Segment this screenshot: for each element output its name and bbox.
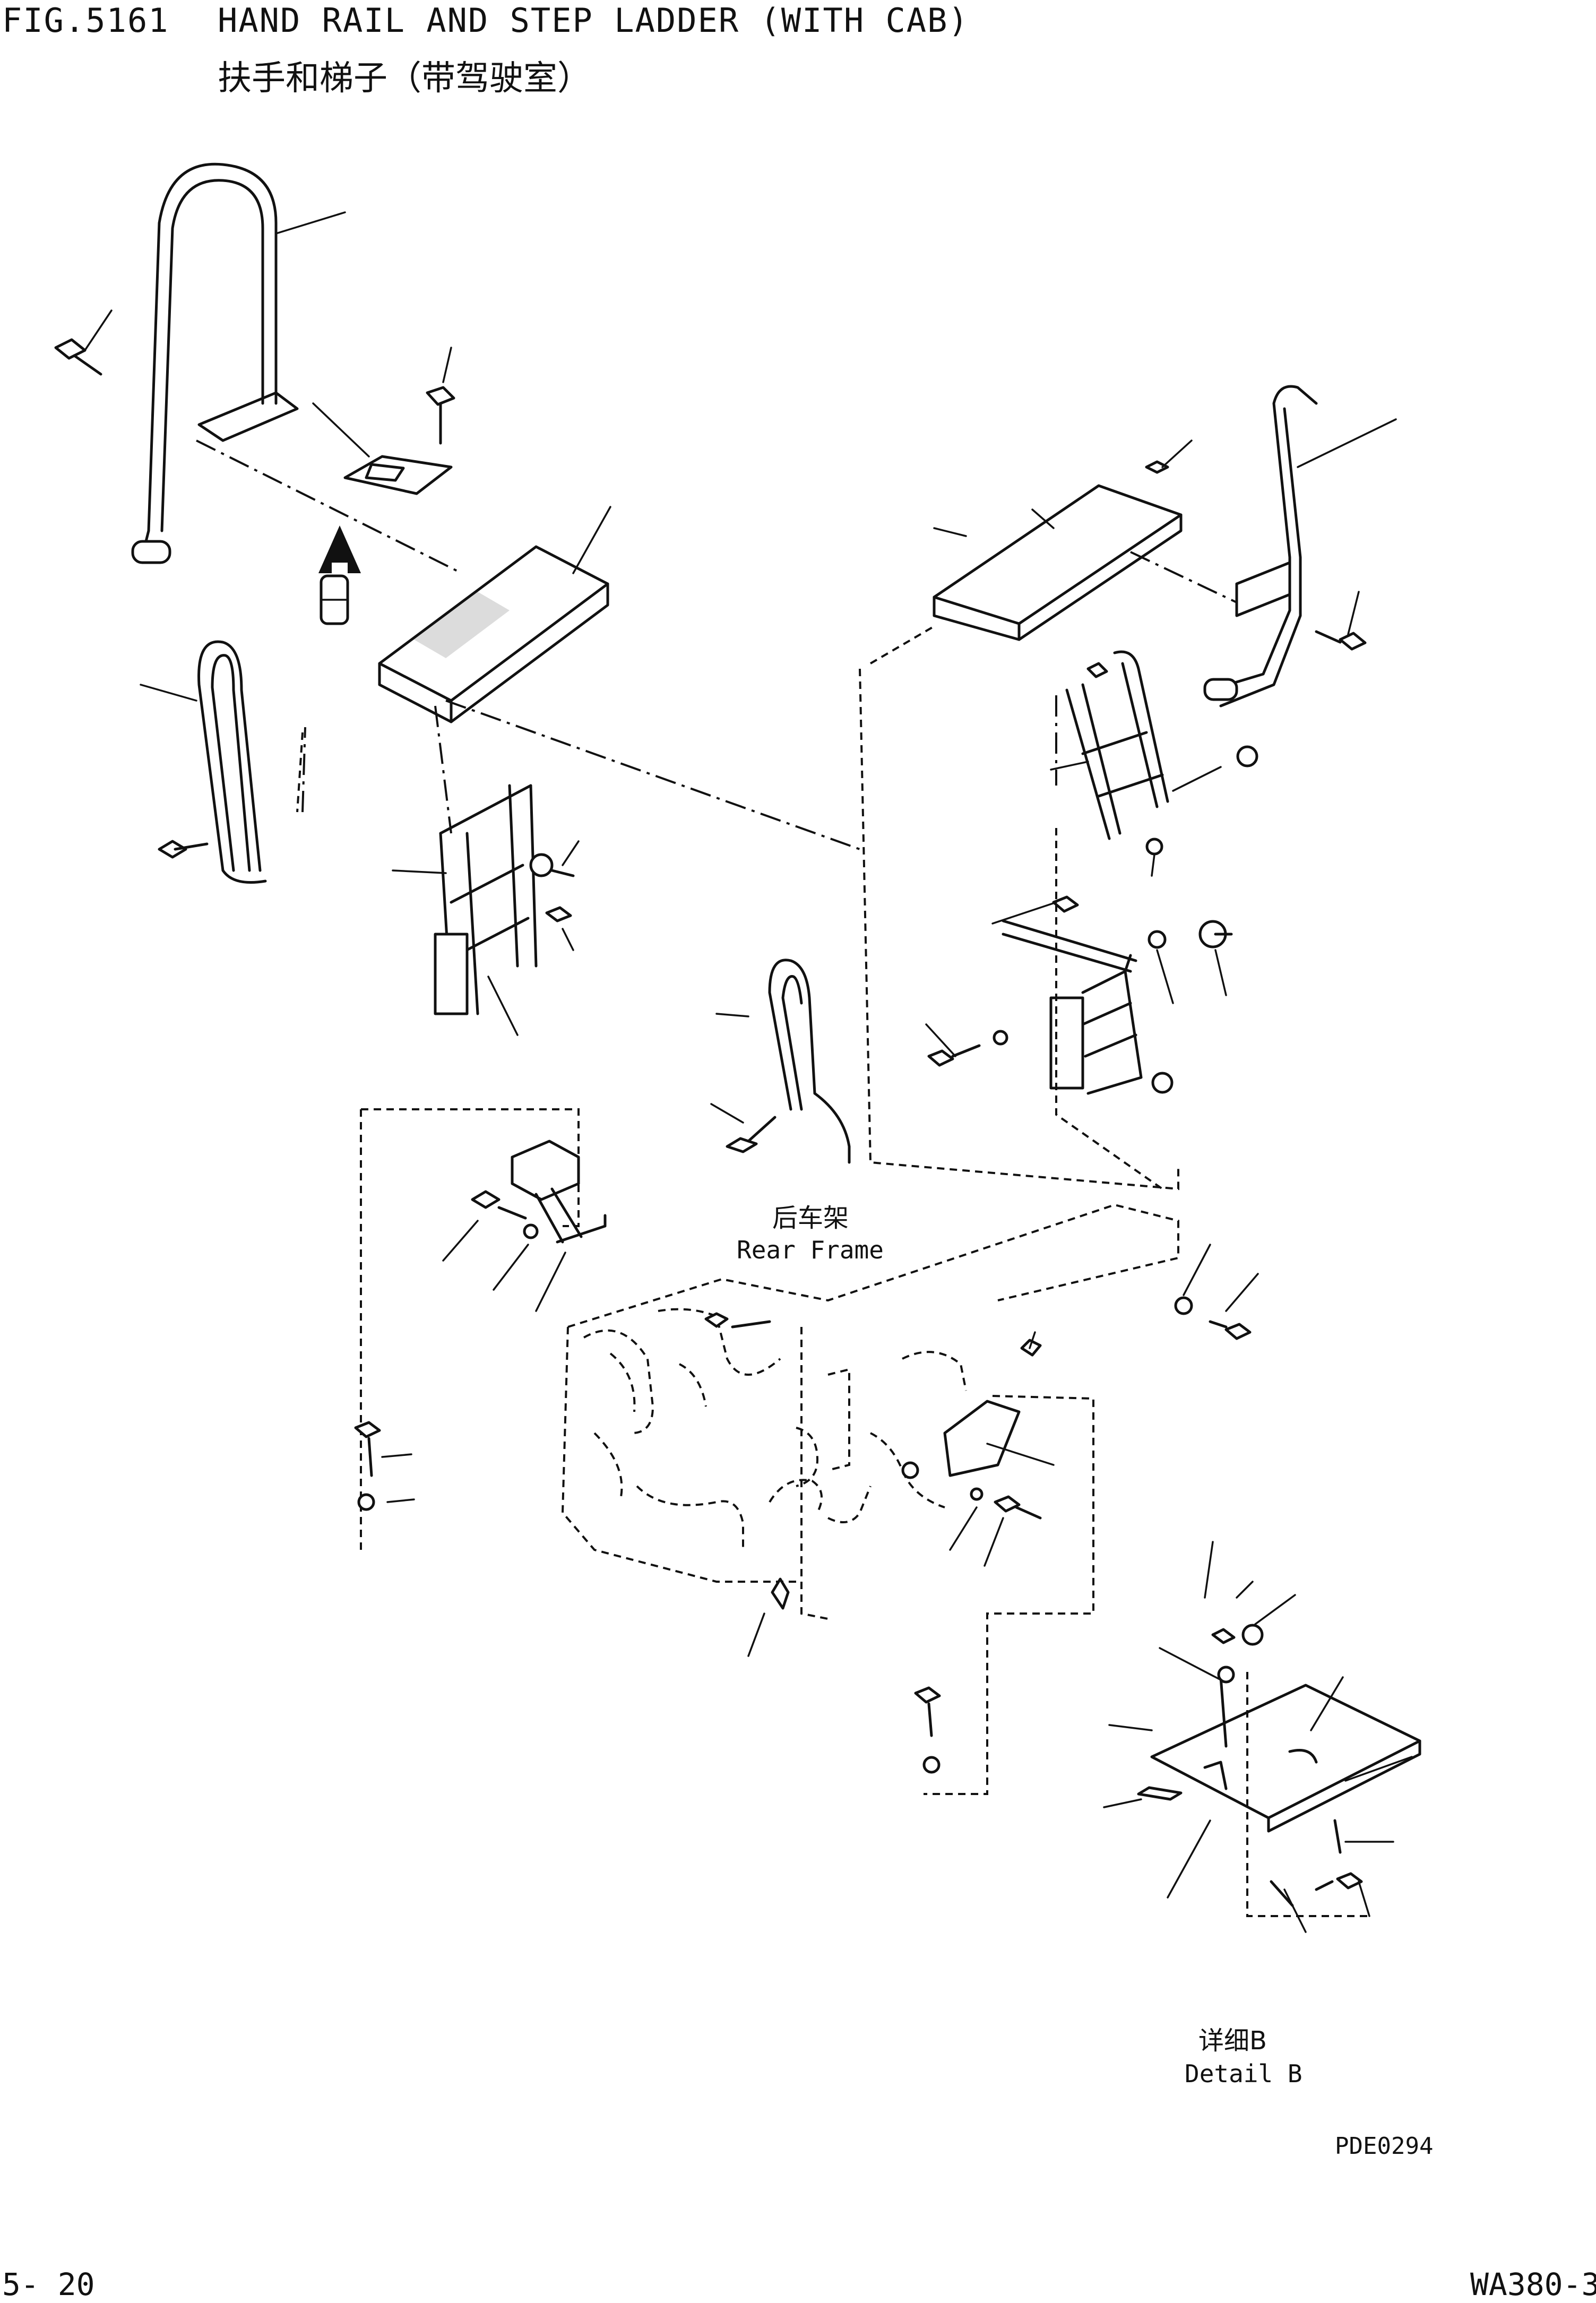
rear-frame-outline bbox=[561, 1203, 1179, 1657]
assembly-lines bbox=[296, 625, 1369, 1917]
left-grab-rail bbox=[140, 640, 267, 884]
frame-bracket-left bbox=[442, 1140, 607, 1312]
bolt-left-rail bbox=[158, 727, 306, 859]
drawing-code: PDE0294 bbox=[1335, 2133, 1434, 2160]
arrow-to-detail-b bbox=[318, 525, 361, 625]
left-step-platform bbox=[196, 439, 860, 850]
right-lower-ladder bbox=[1049, 954, 1174, 1095]
title-english: HAND RAIL AND STEP LADDER (WITH CAB) bbox=[218, 1, 969, 40]
bolt-right-rail bbox=[1315, 591, 1367, 651]
centre-grab-rail bbox=[710, 959, 851, 1164]
right-upper-ladder bbox=[1050, 650, 1258, 877]
cover-plate bbox=[312, 402, 453, 495]
left-lower-bolts bbox=[354, 1421, 415, 1511]
model-code: WA380-3 bbox=[1470, 2266, 1596, 2302]
frame-bracket-right bbox=[901, 1331, 1055, 1567]
right-mid-bracket bbox=[991, 895, 1233, 1004]
bolt-right-mid bbox=[925, 1023, 1008, 1067]
detail-b-label-en: Detail B bbox=[1185, 2059, 1302, 2088]
bolt-upper-left-1 bbox=[54, 309, 113, 376]
rear-frame-label-zh: 后车架 bbox=[772, 1203, 849, 1233]
detail-b-assembly bbox=[1103, 1541, 1421, 1933]
left-step-ladder bbox=[392, 705, 538, 1036]
right-step-platform bbox=[933, 439, 1237, 641]
figure-number: FIG.5161 bbox=[2, 1, 169, 40]
bottom-bolts bbox=[914, 1686, 941, 1774]
right-frame-bolts bbox=[1174, 1244, 1259, 1340]
detail-b-label-zh: 详细B bbox=[1198, 2026, 1267, 2056]
title-chinese: 扶手和梯子（带驾驶室） bbox=[218, 59, 591, 98]
upper-left-hand-rail bbox=[131, 162, 346, 564]
bolt-cover bbox=[426, 347, 455, 445]
right-hand-rail bbox=[1203, 385, 1397, 708]
rear-frame-label-en: Rear Frame bbox=[737, 1236, 884, 1264]
page-number: 5- 20 bbox=[2, 2266, 95, 2302]
bolt-left-ladder bbox=[529, 840, 580, 951]
